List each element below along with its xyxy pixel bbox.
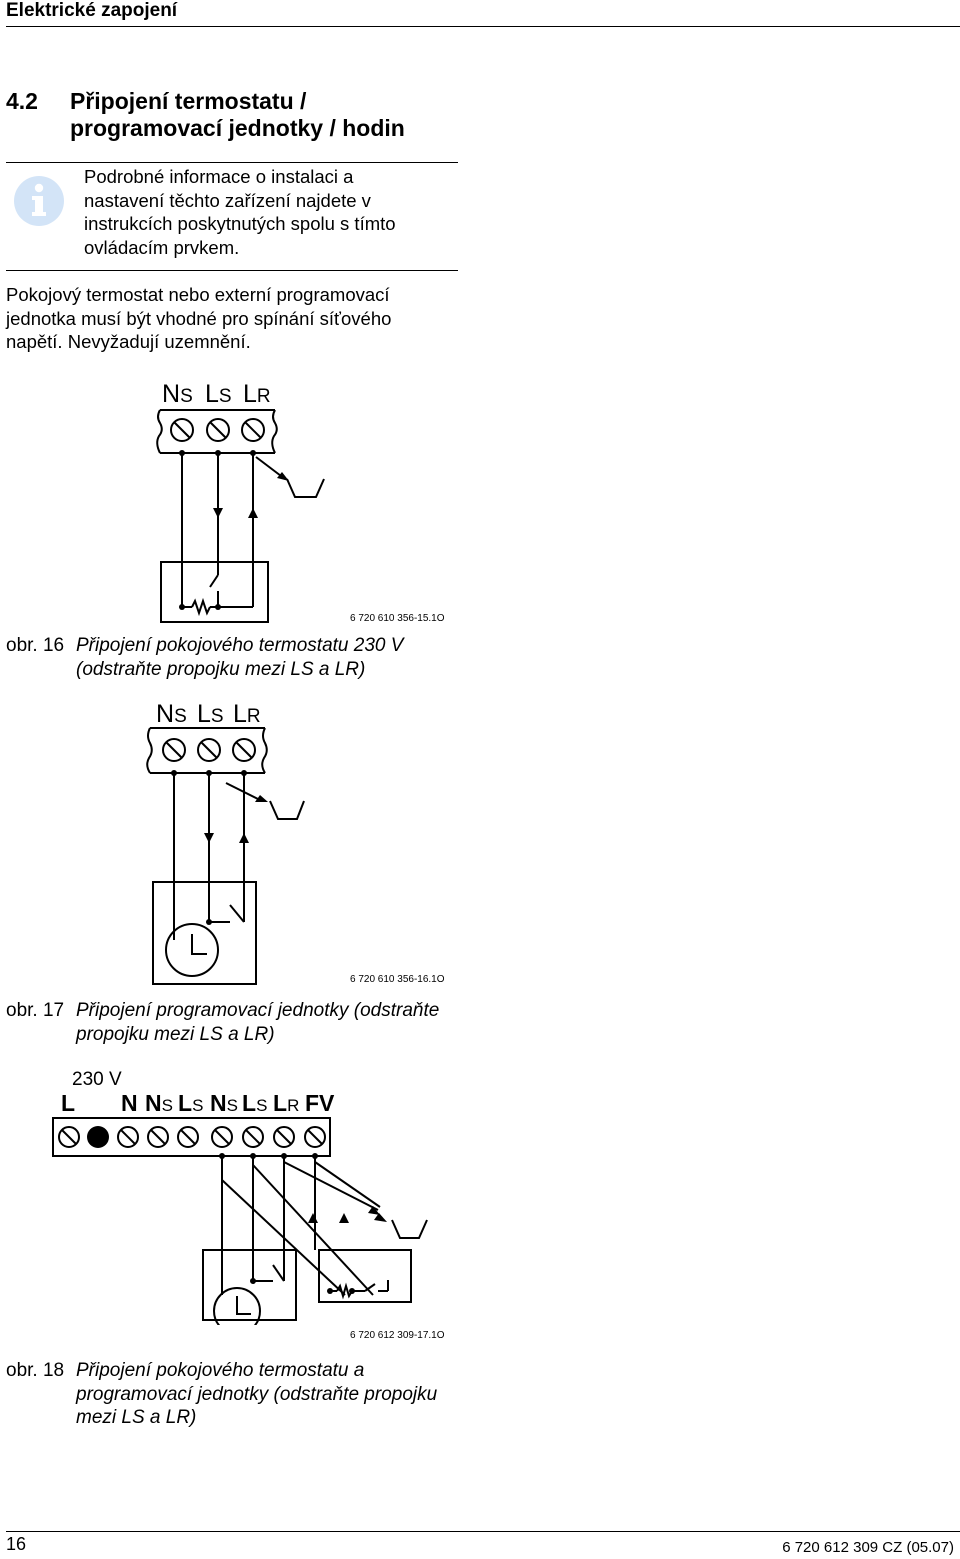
terminal-big: FV [305, 1090, 335, 1116]
caption-line: mezi LS a LR) [76, 1407, 197, 1428]
paragraph-line: jednotka musí být vhodné pro spínání síť… [6, 307, 392, 329]
figure-16-diagram [156, 409, 325, 623]
terminal-big: L [273, 1090, 288, 1116]
terminal-big: N [145, 1090, 162, 1116]
terminal-label-fv: FV [305, 1090, 334, 1117]
figure-17-caption: obr. 17 Připojení programovací jednotky … [6, 999, 466, 1049]
terminal-label-ls: LS [197, 700, 224, 729]
figure-code: 6 720 612 309-17.1O [350, 1330, 445, 1341]
page-header-title: Elektrické zapojení [6, 0, 178, 21]
figure-16-caption: obr. 16 Připojení pokojového termostatu … [6, 634, 466, 684]
terminal-small: R [287, 1096, 300, 1115]
caption-line: Připojení pokojového termostatu 230 V [76, 635, 404, 656]
body-paragraph: Pokojový termostat nebo externí programo… [6, 283, 456, 354]
terminal-small: S [218, 386, 232, 407]
terminal-big: L [205, 380, 219, 408]
section-title: Připojení termostatu / programovací jedn… [70, 88, 470, 142]
paragraph-line: napětí. Nevyžadují uzemnění. [6, 331, 251, 352]
terminal-label-lr: LR [243, 380, 271, 409]
terminal-small: S [174, 706, 187, 727]
caption-number: obr. 16 [6, 635, 65, 656]
caption-number: obr. 17 [6, 1000, 65, 1021]
terminal-small: S [161, 1096, 173, 1115]
info-line: nastavení těchto zařízení najdete v [84, 189, 371, 211]
section-number: 4.2 [6, 88, 38, 114]
section-title-line: Připojení termostatu / [70, 88, 307, 114]
terminal-label-ls: LS [178, 1090, 203, 1117]
figure-18-diagram [52, 1117, 428, 1325]
info-line: Podrobné informace o instalaci a [84, 166, 354, 187]
terminal-small: S [180, 386, 193, 407]
caption-number: obr. 18 [6, 1360, 65, 1381]
terminal-label-n: N [121, 1090, 138, 1117]
terminal-big: L [178, 1090, 193, 1116]
info-rule-top [6, 162, 458, 163]
figure-code: 6 720 610 356-15.1O [350, 613, 445, 624]
terminal-big: L [233, 700, 247, 728]
terminal-big: L [197, 700, 211, 728]
info-icon [14, 176, 64, 226]
terminal-small: S [256, 1096, 268, 1115]
footer-rule [6, 1531, 960, 1532]
terminal-label-lr: LR [233, 700, 261, 729]
terminal-label-l: L [61, 1090, 75, 1117]
info-rule-bottom [6, 270, 458, 271]
figure-code: 6 720 610 356-16.1O [350, 974, 445, 985]
terminal-big: N [210, 1090, 227, 1116]
terminal-small: R [256, 386, 271, 407]
page-number: 16 [6, 1534, 27, 1554]
terminal-big: N [156, 700, 175, 728]
terminal-big: L [243, 380, 257, 408]
header-rule [6, 26, 960, 27]
terminal-label-ls: LS [205, 380, 232, 409]
caption-line: (odstraňte propojku mezi LS a LR) [76, 658, 366, 680]
terminal-small: S [210, 706, 224, 727]
terminal-label-ns: NS [145, 1090, 173, 1117]
terminal-small: R [246, 706, 261, 727]
info-note-text: Podrobné informace o instalaci a nastave… [84, 165, 464, 259]
figure-17-diagram [146, 727, 305, 985]
terminal-small: S [192, 1096, 204, 1115]
terminal-label-ls: LS [242, 1090, 267, 1117]
caption-line: programovací jednotky (odstraňte propojk… [76, 1383, 438, 1405]
figure-18-caption: obr. 18 Připojení pokojového termostatu … [6, 1359, 466, 1431]
terminal-label-ns: NS [210, 1090, 238, 1117]
caption-line: propojku mezi LS a LR) [76, 1023, 275, 1045]
section-title-line: programovací jednotky / hodin [70, 115, 405, 141]
caption-line: Připojení programovací jednotky (odstraň… [76, 1000, 440, 1021]
terminal-big: N [121, 1090, 138, 1116]
info-line: ovládacím prvkem. [84, 236, 240, 258]
paragraph-line: Pokojový termostat nebo externí programo… [6, 284, 390, 305]
terminal-label-lr: LR [273, 1090, 299, 1117]
document-code: 6 720 612 309 CZ (05.07) [782, 1539, 954, 1556]
terminal-big: L [242, 1090, 257, 1116]
voltage-label: 230 V [72, 1069, 122, 1090]
terminal-big: N [162, 380, 181, 408]
terminal-label-ns: NS [162, 380, 193, 409]
terminal-small: S [226, 1096, 238, 1115]
terminal-label-ns: NS [156, 700, 187, 729]
info-line: instrukcích poskytnutých spolu s tímto [84, 213, 396, 234]
terminal-big: L [61, 1090, 76, 1116]
caption-line: Připojení pokojového termostatu a [76, 1360, 365, 1381]
